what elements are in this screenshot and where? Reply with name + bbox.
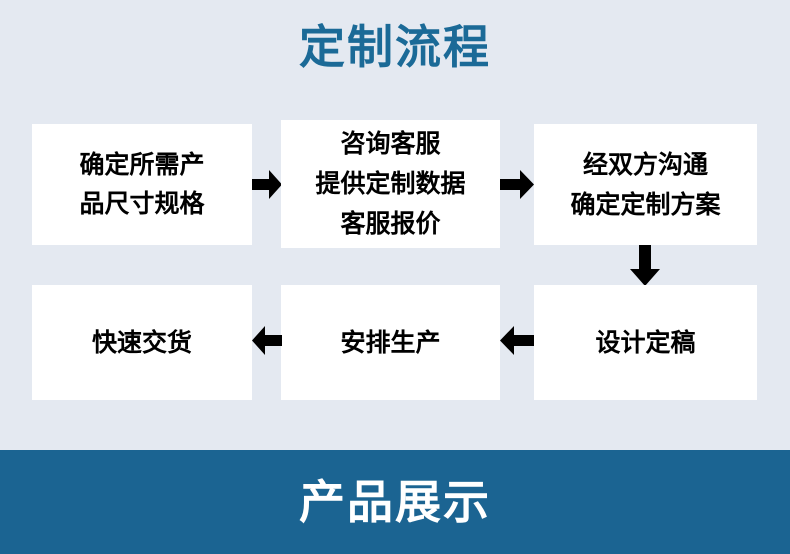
- arrow-right-icon: [252, 168, 282, 201]
- process-step-5-text: 安排生产: [281, 324, 500, 362]
- process-step-box-4[interactable]: 设计定稿: [534, 285, 757, 400]
- process-step-2-text: 咨询客服 提供定制数据 客服报价: [281, 124, 500, 244]
- process-step-1-text: 确定所需产 品尺寸规格: [32, 146, 252, 224]
- process-step-box-3[interactable]: 经双方沟通 确定定制方案: [534, 124, 757, 245]
- arrow-left-icon: [252, 324, 282, 357]
- process-step-3-line-1: 经双方沟通: [582, 150, 708, 179]
- page-title: 定制流程: [299, 21, 491, 73]
- process-step-3-line-2: 确定定制方案: [570, 190, 721, 219]
- process-step-6-text: 快速交货: [32, 324, 252, 362]
- arrow-down-icon: [628, 245, 662, 286]
- arrow-left-icon: [500, 324, 534, 357]
- process-step-6-line-1: 快速交货: [91, 328, 192, 357]
- arrow-right-icon: [500, 168, 534, 201]
- banner-title: 产品展示: [299, 476, 491, 528]
- process-step-4-text: 设计定稿: [534, 324, 757, 362]
- process-step-box-6[interactable]: 快速交货: [32, 285, 252, 400]
- process-step-3-text: 经双方沟通 确定定制方案: [534, 145, 757, 225]
- process-step-box-5[interactable]: 安排生产: [281, 285, 500, 400]
- process-step-5-line-1: 安排生产: [340, 328, 441, 357]
- process-step-1-line-1: 确定所需产: [79, 150, 205, 179]
- process-step-4-line-1: 设计定稿: [595, 328, 696, 357]
- process-flow-diagram: 确定所需产 品尺寸规格 咨询客服 提供定制数据 客服报价: [32, 120, 757, 400]
- product-showcase-banner: 产品展示: [0, 450, 790, 554]
- process-step-2-line-1: 咨询客服: [340, 130, 441, 158]
- process-step-1-line-2: 品尺寸规格: [79, 189, 205, 218]
- process-step-box-2[interactable]: 咨询客服 提供定制数据 客服报价: [281, 120, 500, 248]
- process-step-2-line-2: 提供定制数据: [315, 170, 466, 198]
- process-step-box-1[interactable]: 确定所需产 品尺寸规格: [32, 124, 252, 245]
- process-step-2-line-3: 客服报价: [340, 210, 441, 238]
